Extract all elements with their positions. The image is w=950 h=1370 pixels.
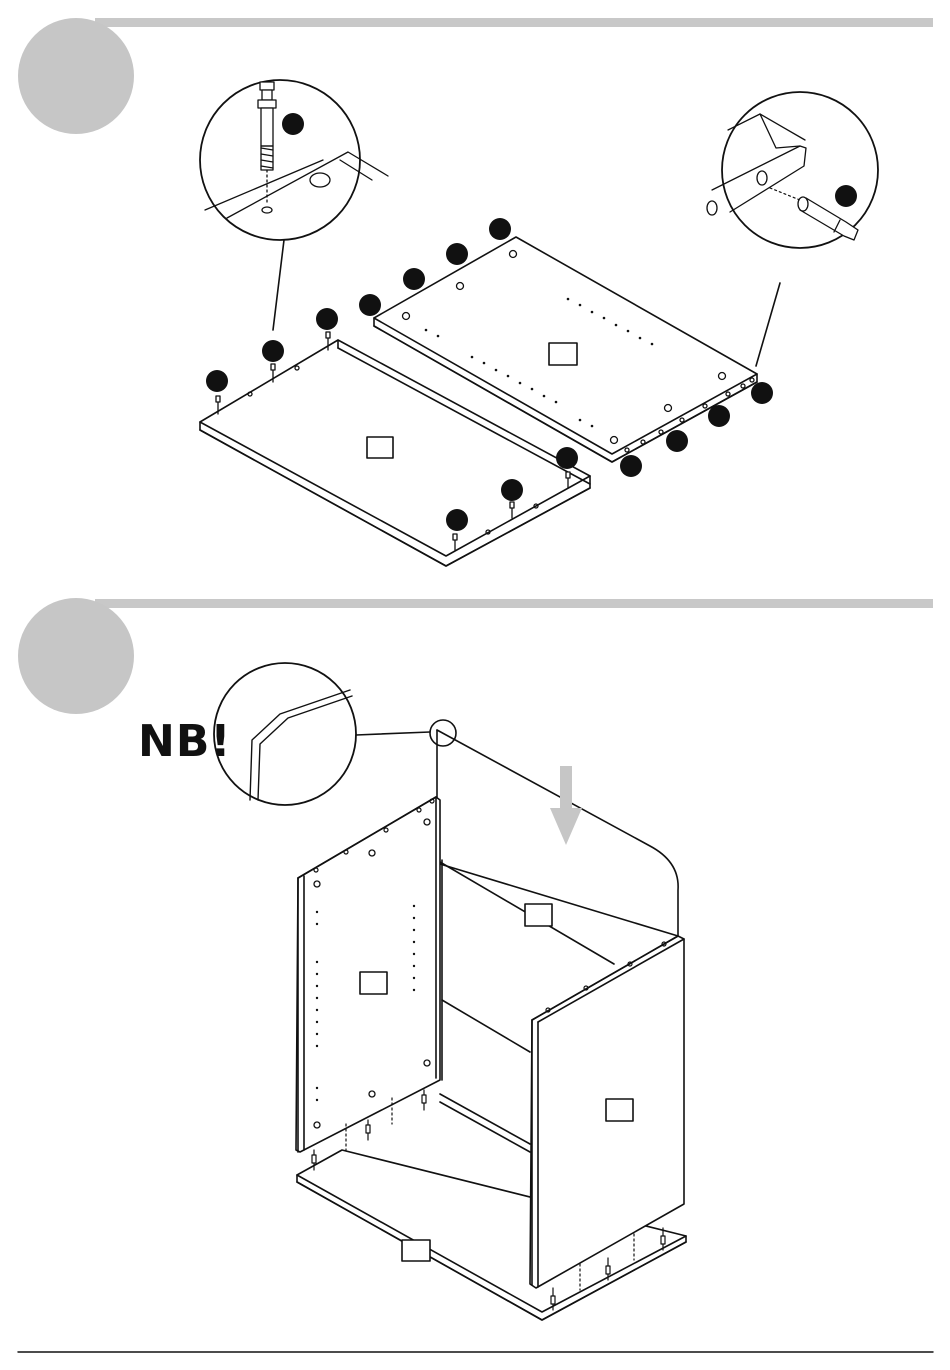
part-label-box (360, 972, 387, 994)
back-panel (437, 730, 678, 964)
part-label-box (525, 904, 552, 926)
zoom-detail-dowel (707, 92, 878, 366)
zoom-callout-dot (282, 113, 304, 135)
nb-notice-label: NB! (138, 716, 231, 767)
part-label-box (549, 343, 577, 365)
step-1-header-bar (95, 18, 933, 27)
part-label-box (367, 437, 393, 458)
zoom-detail-cam-bolt (200, 80, 388, 330)
zoom-callout-dot (835, 185, 857, 207)
part-label-box (606, 1099, 633, 1121)
zoom-detail-edge-note (214, 663, 456, 805)
step-1-number-circle (18, 18, 134, 134)
step-2-header-bar (95, 599, 933, 608)
part-label-box (402, 1240, 430, 1261)
left-side-panel (296, 797, 530, 1170)
step-2-number-circle (18, 598, 134, 714)
